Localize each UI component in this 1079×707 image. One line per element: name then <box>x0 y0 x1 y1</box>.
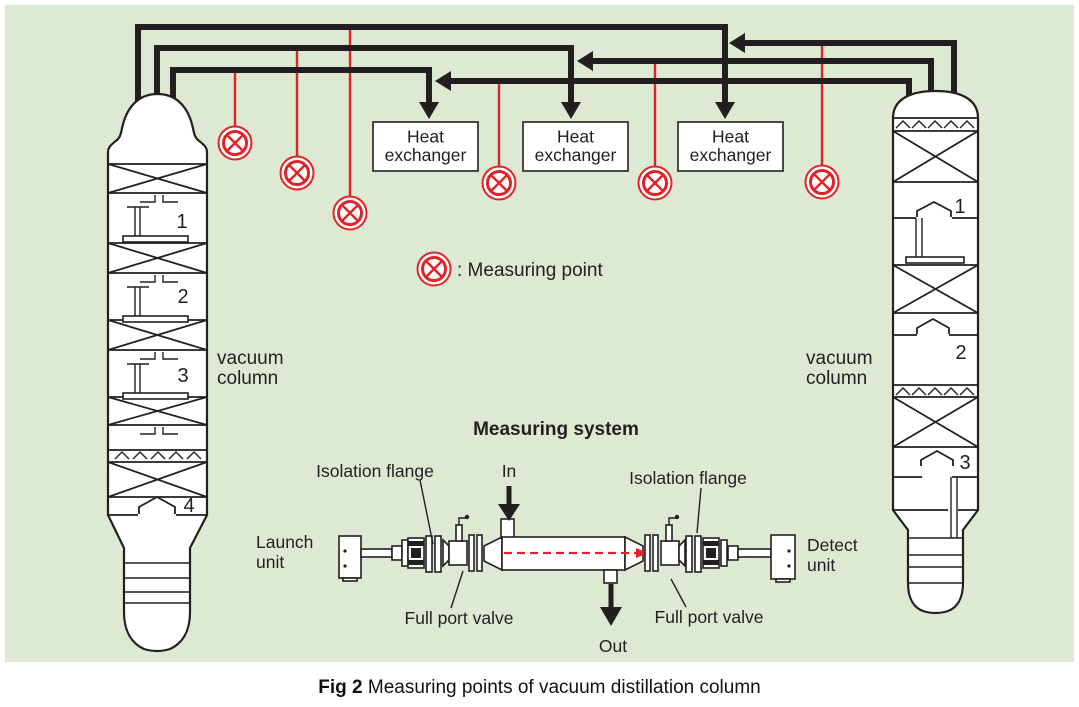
out-arrow-icon <box>600 607 622 626</box>
detect-unit-label-line1: Detect <box>807 535 858 555</box>
left-column-label-line2: column <box>217 368 278 389</box>
full-port-valve-label-right: Full port valve <box>655 607 764 627</box>
measuring-point-icon <box>637 165 673 201</box>
full-port-valve-right <box>644 514 686 572</box>
measuring-point-icon <box>332 195 368 231</box>
right-tray-number-1: 1 <box>954 196 965 218</box>
heat-exchanger-3: Heat exchanger <box>677 121 784 172</box>
detect-unit <box>770 534 796 580</box>
tray-2 <box>122 275 189 323</box>
in-arrow-icon <box>498 504 520 521</box>
isolation-flange-label-left: Isolation flange <box>316 461 434 481</box>
heat-exchanger-label-line1: Heat <box>712 127 749 147</box>
measuring-point-icon <box>481 165 517 201</box>
right-column: 1 2 3 <box>891 89 980 615</box>
left-tray-number-2: 2 <box>177 286 188 308</box>
flow-arrow-down-icon <box>419 102 439 119</box>
flow-arrow-down-icon <box>561 102 581 119</box>
pointer-isolation-flange-left <box>419 479 434 545</box>
beam-arrow-icon <box>636 548 648 558</box>
measuring-point-icon <box>279 155 315 191</box>
full-port-valve-left <box>442 514 483 572</box>
pointer-full-port-valve-right <box>670 578 687 608</box>
heat-exchanger-label-line2: exchanger <box>385 145 467 165</box>
heat-exchanger-label-line2: exchanger <box>535 145 617 165</box>
full-port-valve-label-left: Full port valve <box>405 608 514 628</box>
tray-3 <box>122 352 189 400</box>
heat-exchanger-1: Heat exchanger <box>372 121 479 172</box>
pointer-isolation-flange-right <box>696 487 702 534</box>
heat-exchanger-2: Heat exchanger <box>522 121 629 172</box>
measuring-system-title: Measuring system <box>473 419 639 440</box>
flow-arrow-left-icon <box>729 33 745 53</box>
left-tray-number-4: 4 <box>183 495 194 517</box>
right-tray-number-2: 2 <box>955 342 966 364</box>
inlet-stub <box>500 518 515 539</box>
measuring-system: Measuring system <box>256 419 858 656</box>
heat-exchanger-label-line1: Heat <box>557 127 594 147</box>
heat-exchanger-label-line1: Heat <box>407 127 444 147</box>
flow-arrow-down-icon <box>715 102 735 119</box>
figure-caption: Fig 2 Measuring points of vacuum distill… <box>0 668 1079 699</box>
out-label: Out <box>599 636 627 656</box>
diagram: 1 2 3 4 vacuum column 1 2 3 vacuum colum… <box>5 5 1074 662</box>
left-column-label-line1: vacuum <box>217 348 284 369</box>
flow-arrow-left-icon <box>577 51 593 71</box>
measuring-point-icon <box>804 164 840 200</box>
measuring-point-icon <box>416 251 452 287</box>
isolation-flange-left <box>401 535 442 573</box>
heat-exchanger-label-line2: exchanger <box>690 145 772 165</box>
left-tray-number-1: 1 <box>176 211 187 233</box>
in-label: In <box>502 461 517 481</box>
left-tray-number-3: 3 <box>177 365 188 387</box>
right-tray-number-3: 3 <box>959 452 970 474</box>
caption-fig-number: Fig 2 <box>318 677 363 698</box>
launch-unit-label-line2: unit <box>256 552 284 572</box>
pipe-network <box>135 24 957 119</box>
outlet-stub <box>603 569 618 584</box>
legend: : Measuring point <box>416 251 603 287</box>
legend-text: : Measuring point <box>457 260 603 281</box>
pointer-full-port-valve-left <box>450 570 464 609</box>
isolation-flange-right <box>685 535 728 573</box>
detect-unit-label-line2: unit <box>807 555 835 575</box>
isolation-flange-label-right: Isolation flange <box>629 468 747 488</box>
launch-unit <box>338 535 362 579</box>
launch-unit-label-line1: Launch <box>256 532 313 552</box>
left-column: 1 2 3 4 <box>106 92 209 653</box>
flow-arrow-left-icon <box>435 71 451 91</box>
right-column-label-line2: column <box>806 368 867 389</box>
caption-text: Measuring points of vacuum distillation … <box>367 677 761 698</box>
measuring-point-icon <box>217 125 253 161</box>
right-column-label-line1: vacuum <box>806 348 873 369</box>
tray-1 <box>122 195 189 243</box>
